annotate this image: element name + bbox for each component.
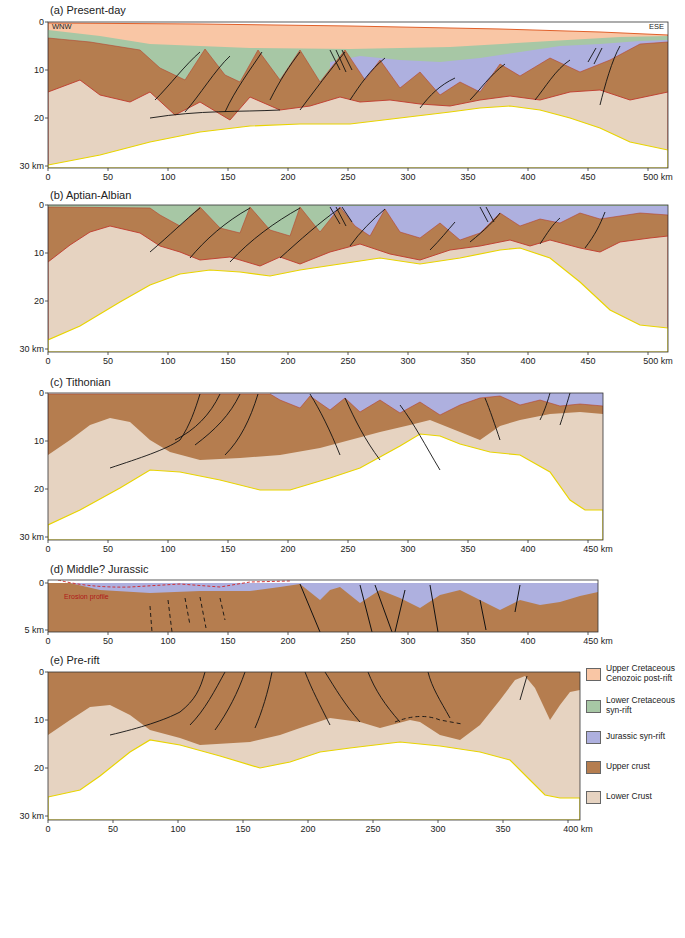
axis-label: 50 xyxy=(103,636,113,646)
axis-label: 250 xyxy=(365,824,380,834)
axis-label: 450 km xyxy=(583,544,613,554)
axis-label: 20 xyxy=(34,484,44,494)
legend-swatch xyxy=(586,791,601,804)
section-b xyxy=(48,205,668,352)
axis-label: 0 xyxy=(45,172,50,182)
axis-label: 100 xyxy=(160,544,175,554)
axis-label: 350 xyxy=(460,544,475,554)
legend-text: Jurassic syn-rift xyxy=(606,732,680,742)
axis-label: 30 km xyxy=(19,161,44,171)
axis-label: 10 xyxy=(34,436,44,446)
axis-label: 350 xyxy=(460,172,475,182)
axis-label: 100 xyxy=(160,356,175,366)
axis-label: 0 xyxy=(39,200,44,210)
axis-label: 50 xyxy=(103,172,113,182)
axis-label: 100 xyxy=(170,824,185,834)
direction-label: WNW xyxy=(52,23,72,32)
axis-label: 400 xyxy=(520,636,535,646)
axis-label: 350 xyxy=(460,356,475,366)
legend-text: Upper crust xyxy=(606,762,680,772)
axis-label: 0 xyxy=(45,356,50,366)
axis-label: 500 km xyxy=(643,356,673,366)
annotation: Erosion profile xyxy=(64,593,109,601)
legend-swatch xyxy=(586,700,601,713)
panel-title: (e) Pre-rift xyxy=(50,654,100,667)
axis-label: 5 km xyxy=(24,625,44,635)
axis-label: 0 xyxy=(39,388,44,398)
axis-label: 300 xyxy=(430,824,445,834)
section-e xyxy=(48,672,580,820)
axis-label: 0 xyxy=(45,636,50,646)
axis-label: 500 km xyxy=(643,172,673,182)
axis-label: 300 xyxy=(400,636,415,646)
panel-title: (c) Tithonian xyxy=(50,376,111,389)
axis-label: 0 xyxy=(45,824,50,834)
axis-label: 100 xyxy=(160,172,175,182)
axis-label: 20 xyxy=(34,113,44,123)
axis-label: 450 xyxy=(580,356,595,366)
axis-label: 300 xyxy=(400,356,415,366)
axis-label: 50 xyxy=(103,544,113,554)
axis-label: 0 xyxy=(39,578,44,588)
axis-label: 400 xyxy=(520,356,535,366)
axis-label: 30 km xyxy=(19,532,44,542)
legend-swatch xyxy=(586,668,601,681)
axis-label: 0 xyxy=(39,17,44,27)
direction-label: ESE xyxy=(649,23,664,32)
axis-label: 450 xyxy=(580,172,595,182)
axis-label: 0 xyxy=(39,667,44,677)
axis-label: 350 xyxy=(460,636,475,646)
axis-label: 10 xyxy=(34,248,44,258)
axis-label: 20 xyxy=(34,763,44,773)
section-d xyxy=(48,580,598,632)
axis-label: 400 xyxy=(520,544,535,554)
axis-label: 150 xyxy=(220,172,235,182)
legend-swatch xyxy=(586,761,601,774)
axis-label: 200 xyxy=(280,172,295,182)
axis-label: 250 xyxy=(340,544,355,554)
axis-label: 150 xyxy=(220,356,235,366)
axis-label: 50 xyxy=(108,824,118,834)
axis-label: 450 km xyxy=(583,636,613,646)
axis-label: 200 xyxy=(280,636,295,646)
axis-label: 350 xyxy=(495,824,510,834)
axis-label: 400 xyxy=(520,172,535,182)
legend-text: Lower Crust xyxy=(606,792,680,802)
axis-label: 30 km xyxy=(19,344,44,354)
axis-label: 100 xyxy=(160,636,175,646)
axis-label: 30 km xyxy=(19,811,44,821)
panel-title: (a) Present-day xyxy=(50,4,126,17)
axis-label: 50 xyxy=(103,356,113,366)
axis-label: 150 xyxy=(220,636,235,646)
legend-swatch xyxy=(586,731,601,744)
axis-label: 10 xyxy=(34,715,44,725)
axis-label: 150 xyxy=(235,824,250,834)
axis-label: 200 xyxy=(280,544,295,554)
legend-text: Upper Cretaceous Cenozoic post-rift xyxy=(606,664,680,684)
axis-label: 20 xyxy=(34,296,44,306)
axis-label: 400 km xyxy=(563,824,593,834)
axis-label: 200 xyxy=(280,356,295,366)
axis-label: 250 xyxy=(340,172,355,182)
section-a xyxy=(48,23,668,168)
panel-title: (b) Aptian-Albian xyxy=(50,189,131,202)
axis-label: 300 xyxy=(400,544,415,554)
panel-title: (d) Middle? Jurassic xyxy=(50,563,148,576)
axis-label: 300 xyxy=(400,172,415,182)
axis-label: 0 xyxy=(45,544,50,554)
axis-label: 200 xyxy=(300,824,315,834)
axis-label: 250 xyxy=(340,636,355,646)
axis-label: 10 xyxy=(34,65,44,75)
axis-label: 150 xyxy=(220,544,235,554)
section-c xyxy=(48,393,603,540)
legend-text: Lower Cretaceous syn-rift xyxy=(606,696,680,716)
axis-label: 250 xyxy=(340,356,355,366)
